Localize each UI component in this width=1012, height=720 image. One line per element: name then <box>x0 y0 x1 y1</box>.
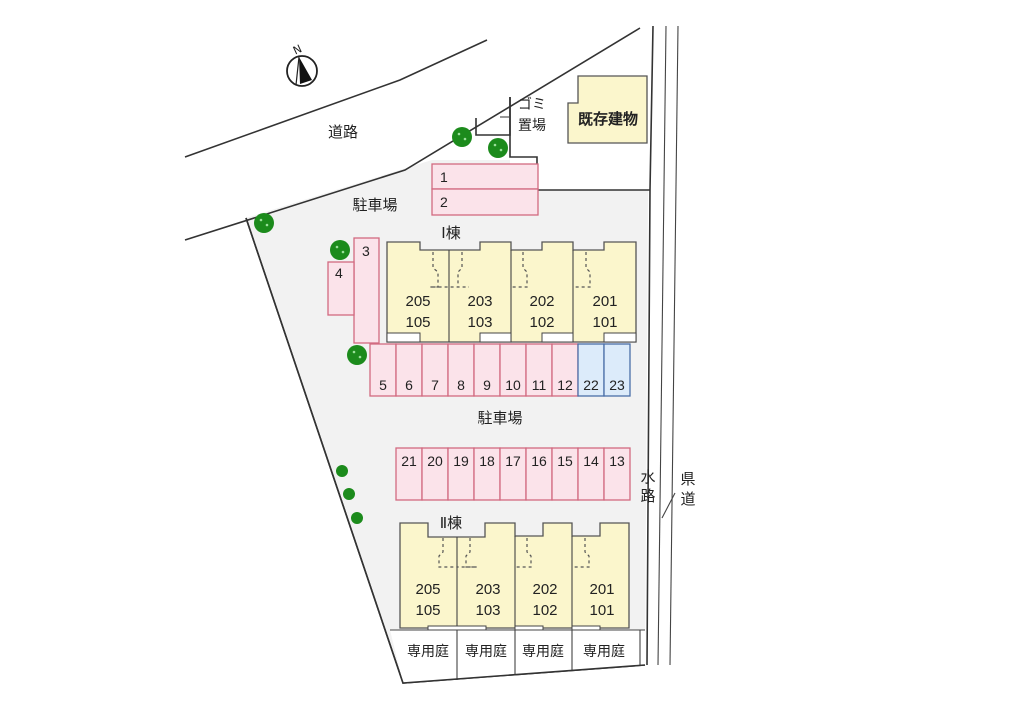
building-2-label: Ⅱ棟 <box>440 514 462 532</box>
parking-number: 13 <box>609 453 625 469</box>
prefectural-road-slash <box>661 492 676 519</box>
parking-label-top: 駐車場 <box>352 196 397 214</box>
unit-number: 203 <box>467 293 492 310</box>
waterway-edge-right <box>657 25 667 666</box>
parking-number: 8 <box>457 377 465 393</box>
parking-row-b <box>395 447 631 501</box>
existing-building <box>567 75 648 144</box>
tree-icon <box>330 240 350 260</box>
private-gardens <box>390 629 645 683</box>
unit-number: 105 <box>405 314 430 331</box>
prefectural-road-edge <box>669 25 679 666</box>
unit-number: 102 <box>529 314 554 331</box>
parking-space <box>353 237 380 344</box>
parking-number: 6 <box>405 377 413 393</box>
parking-number: 9 <box>483 377 491 393</box>
unit-number: 205 <box>405 293 430 310</box>
parking-number: 3 <box>362 243 370 259</box>
parking-number: 1 <box>440 169 448 185</box>
parking-number: 5 <box>379 377 387 393</box>
tree-icon <box>488 138 508 158</box>
north-arrow-icon: N <box>286 42 318 87</box>
parking-number: 19 <box>453 453 469 469</box>
road-label: 道路 <box>328 123 358 141</box>
shrub-icon <box>336 465 348 477</box>
garbage-label-2: 置場 <box>518 118 546 134</box>
unit-number: 103 <box>467 314 492 331</box>
prefectural-road-label-1: 県 <box>680 470 695 488</box>
unit-number: 201 <box>592 293 617 310</box>
unit-number: 101 <box>592 314 617 331</box>
parking-number: 16 <box>531 453 547 469</box>
unit-number: 202 <box>532 581 557 598</box>
parking-number: 22 <box>583 377 599 393</box>
building-1 <box>386 241 637 343</box>
unit-number: 103 <box>475 602 500 619</box>
garden-label: 専用庭 <box>583 643 625 660</box>
parking-number: 4 <box>335 265 343 281</box>
parking-number: 17 <box>505 453 521 469</box>
unit-number: 101 <box>589 602 614 619</box>
parking-number: 14 <box>583 453 599 469</box>
parking-number: 11 <box>532 377 547 393</box>
garden-label: 専用庭 <box>465 643 507 660</box>
parking-space <box>327 261 355 316</box>
parking-number: 20 <box>427 453 443 469</box>
existing-building-label: 既存建物 <box>578 110 638 128</box>
waterway-label-1: 水 <box>640 468 655 486</box>
parking-number: 7 <box>431 377 439 393</box>
tree-icon <box>452 127 472 147</box>
parking-number: 15 <box>557 453 573 469</box>
unit-number: 203 <box>475 581 500 598</box>
parking-number: 23 <box>609 377 625 393</box>
parking-space <box>431 163 539 190</box>
unit-number: 102 <box>532 602 557 619</box>
unit-number: 205 <box>415 581 440 598</box>
parking-number: 21 <box>401 453 417 469</box>
tree-icon <box>254 213 274 233</box>
shrub-icon <box>351 512 363 524</box>
unit-number: 201 <box>589 581 614 598</box>
unit-number: 105 <box>415 602 440 619</box>
garbage-label-1: ゴミ <box>518 96 546 113</box>
parking-number: 2 <box>440 194 448 210</box>
site-boundary <box>245 217 646 684</box>
parking-number: 12 <box>557 377 573 393</box>
unit-number: 202 <box>529 293 554 310</box>
garden-label: 専用庭 <box>407 643 449 660</box>
tree-icon <box>347 345 367 365</box>
waterway-label-2: 路 <box>640 487 655 505</box>
garden-label: 専用庭 <box>522 643 564 660</box>
waterway-edge-left <box>646 25 654 666</box>
parking-number: 10 <box>505 377 521 393</box>
road-upper-edge <box>184 39 488 158</box>
prefectural-road-label-2: 道 <box>680 490 695 508</box>
parking-space <box>431 188 539 216</box>
shrub-icon <box>343 488 355 500</box>
building-1-label: Ⅰ棟 <box>441 224 460 242</box>
parking-number: 18 <box>479 453 495 469</box>
parking-label-middle: 駐車場 <box>477 409 522 427</box>
parking-row-a <box>369 343 631 397</box>
